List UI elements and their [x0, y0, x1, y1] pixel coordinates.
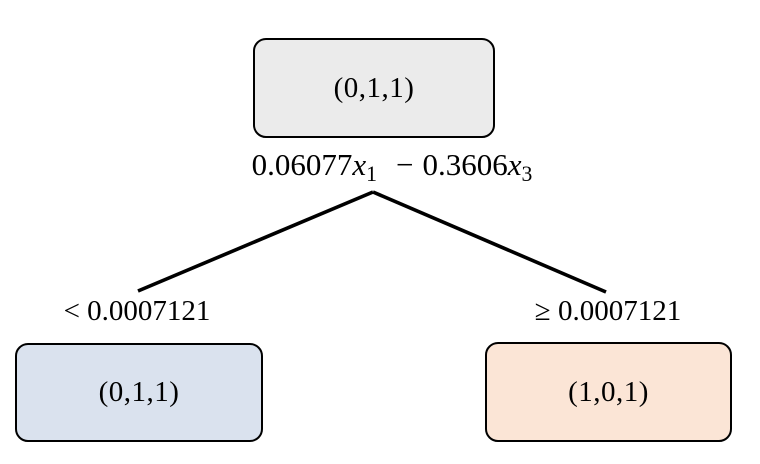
- left-leaf-node-label: (0,1,1): [98, 376, 180, 408]
- expression-term1-coefficient: 0.06077: [251, 147, 353, 182]
- root-node: (0,1,1): [253, 38, 495, 138]
- expression-term2-coefficient: 0.3606: [422, 147, 508, 182]
- expression-minus-operator: −: [396, 147, 414, 182]
- right-leaf-node: (1,0,1): [485, 342, 732, 442]
- right-branch-condition: ≥ 0.0007121: [534, 295, 682, 327]
- left-branch-line: [137, 190, 374, 293]
- right-leaf-node-label: (1,0,1): [568, 375, 649, 408]
- expression-term2-variable: x: [507, 147, 522, 182]
- right-branch-line: [372, 190, 607, 294]
- root-node-label: (0,1,1): [333, 71, 415, 104]
- left-leaf-node: (0,1,1): [15, 343, 263, 442]
- expression-term2-subscript: 3: [521, 162, 533, 187]
- left-branch-condition: < 0.0007121: [63, 295, 211, 327]
- expression-term1-variable: x: [352, 147, 367, 182]
- expression-term1-subscript: 1: [366, 162, 378, 187]
- split-expression: 0.06077x1−0.3606x3: [251, 147, 533, 184]
